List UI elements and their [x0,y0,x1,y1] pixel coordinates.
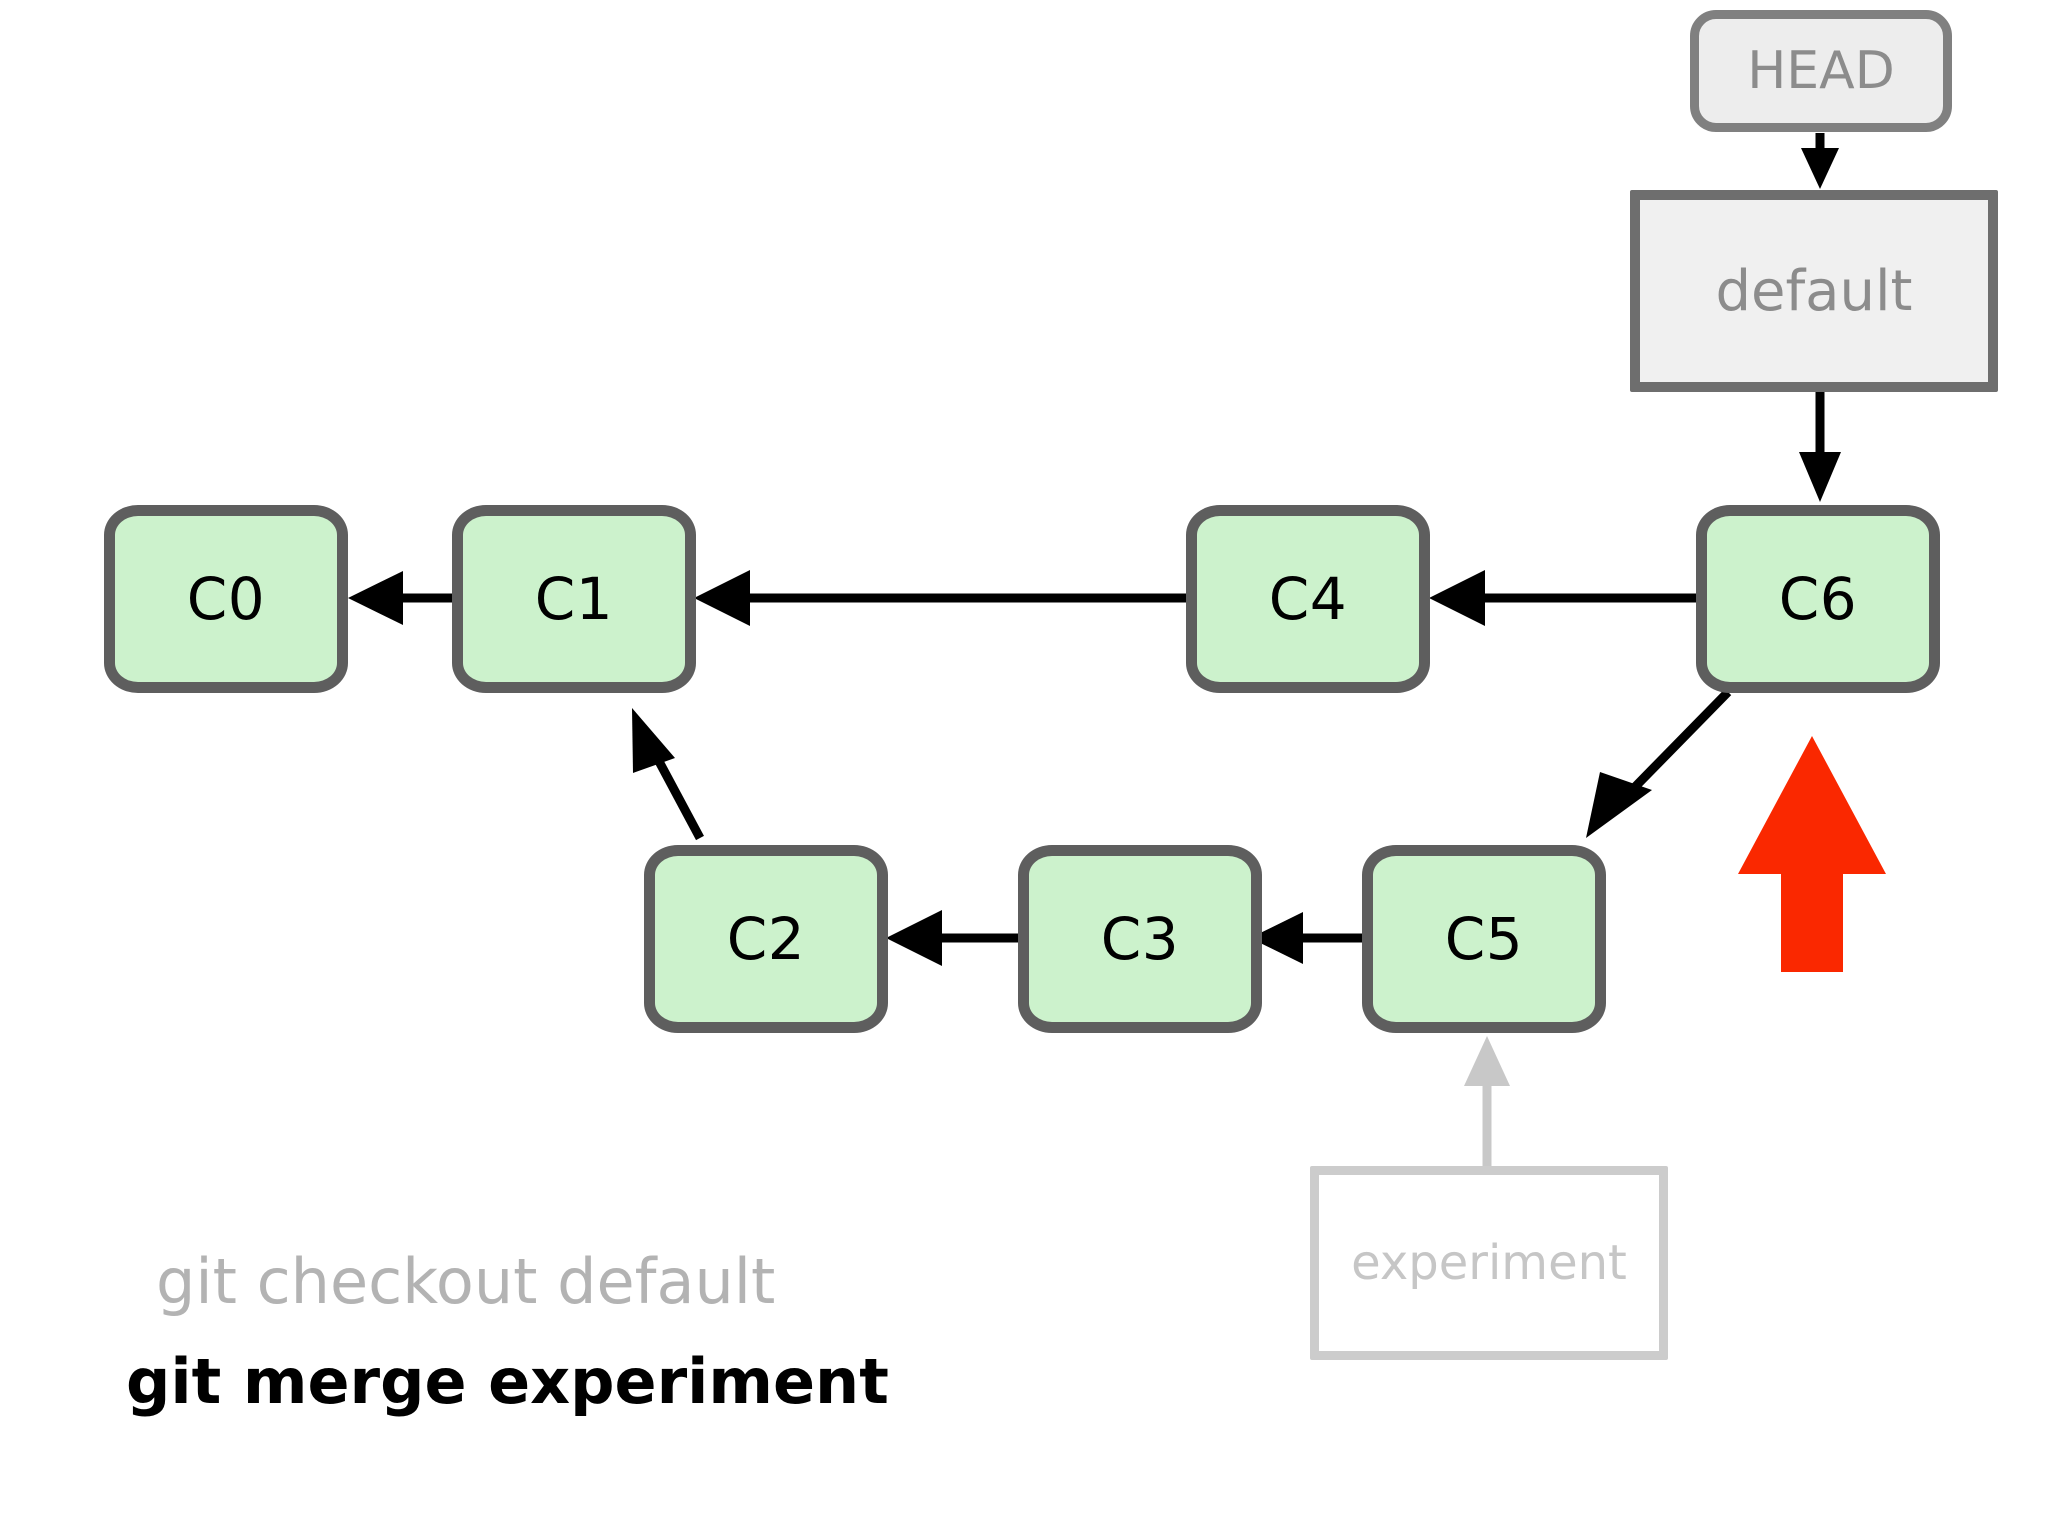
commit-node-C1[interactable]: C1 [452,505,696,693]
commit-node-C4[interactable]: C4 [1186,505,1430,693]
red-highlight-arrow [1738,736,1886,972]
commit-node-C2[interactable]: C2 [644,845,888,1033]
caption-current-command: git merge experiment [126,1345,889,1418]
edge-C4-to-C1 [694,570,1188,626]
edge-default-to-C6 [1799,392,1841,502]
head-pointer-box[interactable]: HEAD [1690,10,1952,132]
commit-node-C6[interactable]: C6 [1696,505,1940,693]
edge-C3-to-C2 [886,910,1018,966]
edge-C5-to-C3 [1250,912,1362,964]
commit-node-C0[interactable]: C0 [104,505,348,693]
commit-node-C3[interactable]: C3 [1018,845,1262,1033]
edge-head-to-default [1801,133,1839,189]
edge-C6-to-C4 [1429,570,1697,626]
branch-label-experiment[interactable]: experiment [1310,1166,1668,1360]
commit-node-C5[interactable]: C5 [1362,845,1606,1033]
edge-C1-to-C0 [348,571,452,625]
edge-C6-to-C5 [1586,688,1732,838]
edge-C2-to-C1 [632,708,704,841]
branch-label-default[interactable]: default [1630,190,1998,392]
edge-experiment-to-C5 [1464,1036,1510,1166]
caption-previous-command: git checkout default [156,1245,776,1318]
